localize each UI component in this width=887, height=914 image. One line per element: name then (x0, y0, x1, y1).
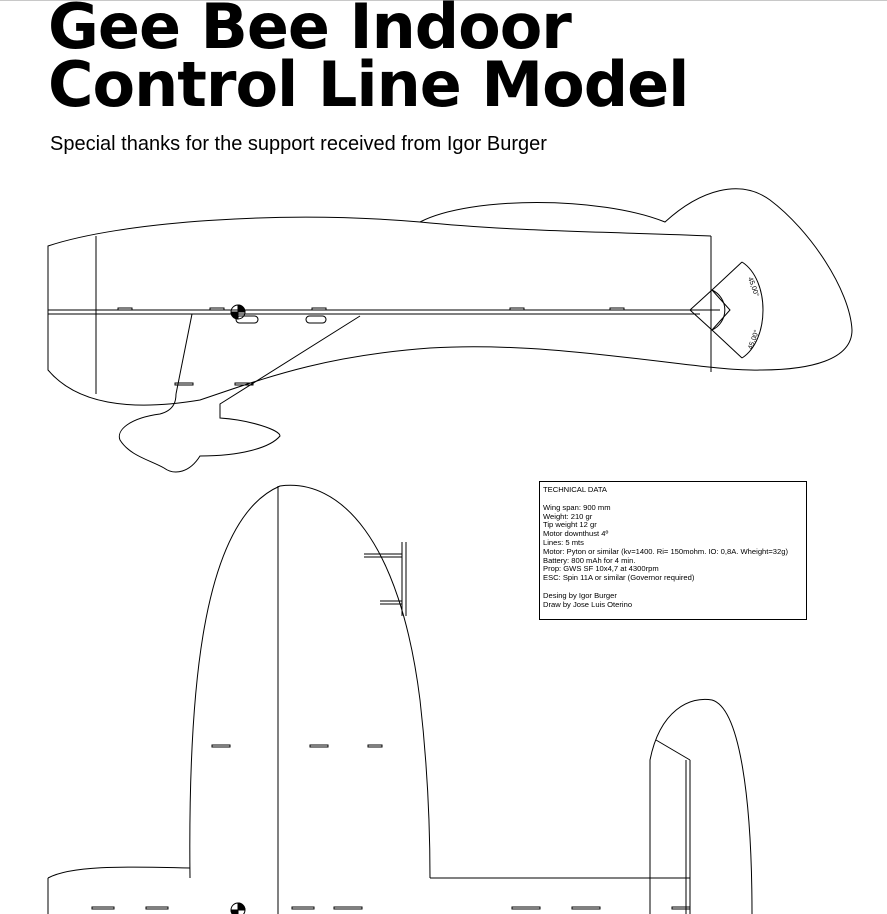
dimension-angle-upper: 45,00° (746, 276, 761, 298)
spec-line: Tip weight 12 gr (543, 520, 597, 530)
landing-gear (175, 313, 193, 395)
title-line-1: Gee Bee Indoor (48, 0, 572, 63)
spec-line: Wing span: 900 mm (543, 502, 611, 512)
spec-line: ESC: Spin 11A or similar (Governor requi… (543, 573, 695, 583)
technical-data-heading: TECHNICAL DATA (543, 485, 607, 494)
top-view-wing (47, 484, 753, 914)
top-rule (0, 0, 887, 1)
credit-line: Desing by Igor Burger (543, 590, 617, 600)
spec-line: Motor: Pyton or similar (kv=1400. Ri= 15… (543, 546, 789, 556)
side-view-fuselage (47, 188, 853, 473)
wing-outline (189, 484, 431, 879)
spec-line: Motor downthust 4º (543, 529, 609, 539)
spec-line: Battery: 800 mAh for 4 min. (543, 555, 636, 565)
technical-data-box: TECHNICAL DATA Wing span: 900 mm Weight:… (539, 481, 807, 620)
spec-line: Weight: 210 gr (543, 511, 593, 521)
document-title: Gee Bee Indoor Control Line Model (48, 0, 689, 116)
title-line-2: Control Line Model (48, 48, 689, 121)
spec-line: Lines: 5 mts (543, 537, 584, 547)
fuselage-outline (47, 188, 853, 406)
credit-line: Draw by Jose Luis Oterino (543, 599, 633, 609)
spec-line: Prop: GWS SF 10x4,7 at 4300rpm (543, 564, 659, 574)
dimension-angle-lower: 45,00° (746, 329, 761, 351)
stabilizer-outline (649, 698, 753, 914)
document-subtitle: Special thanks for the support received … (50, 133, 547, 155)
